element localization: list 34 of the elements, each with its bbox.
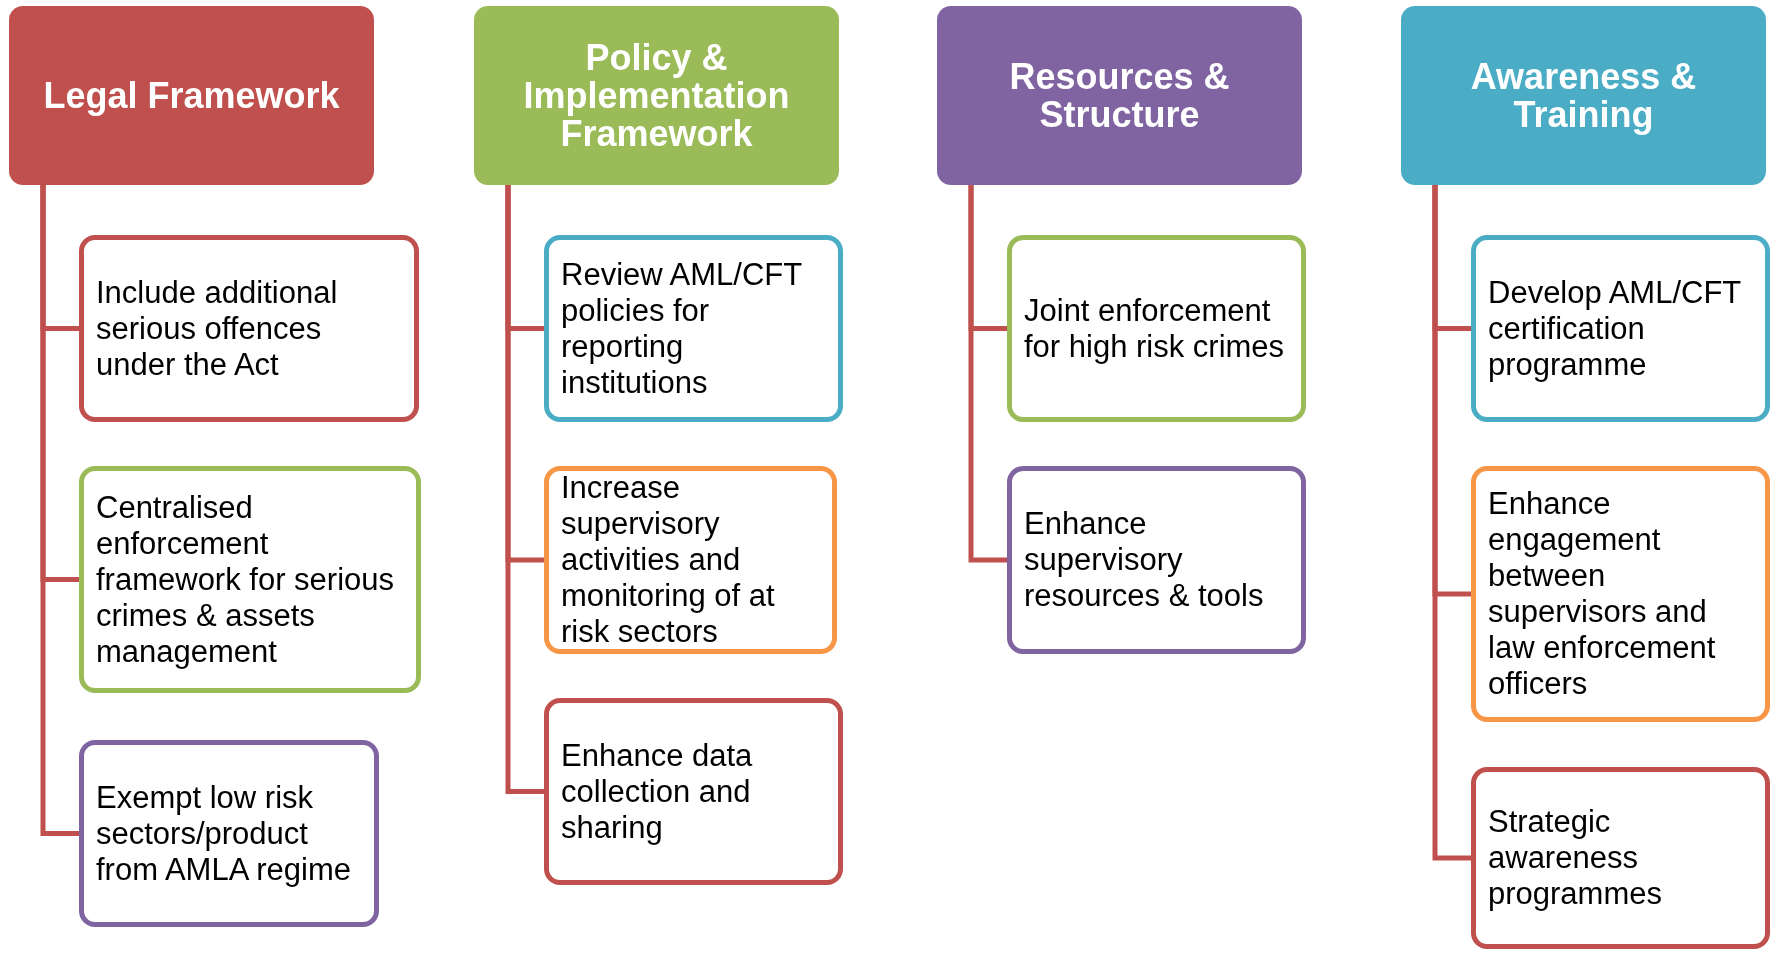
action-text: Increase supervisory activities and monitoring of at risk sectors — [561, 470, 776, 650]
connector-line — [1432, 185, 1471, 861]
action-text: Include additional serious offences under the Act — [96, 274, 339, 383]
action-text: Review AML/CFT policies for reporting institutions — [561, 256, 803, 401]
category-title: Awareness & Training — [1469, 57, 1698, 134]
action-box — [1471, 235, 1770, 422]
action-box — [1471, 466, 1770, 722]
connector-line — [40, 185, 79, 836]
category-box — [9, 6, 374, 185]
action-text: Strategic awareness programmes — [1488, 804, 1663, 912]
action-box — [544, 698, 843, 885]
action-text: Develop AML/CFT certification programme — [1488, 274, 1742, 383]
action-text: Centralised enforcement framework for serious crimes & assets management — [96, 489, 396, 670]
action-box — [1007, 466, 1306, 654]
category-box — [1401, 6, 1766, 185]
connector-line — [968, 185, 1007, 563]
connector-line — [505, 185, 544, 794]
category-title: Resources & Structure — [1008, 57, 1231, 134]
action-box — [1471, 767, 1770, 949]
action-box — [79, 740, 379, 927]
action-text: Enhance engagement between supervisors and law enforcement officers — [1488, 486, 1717, 702]
action-box — [544, 466, 837, 654]
action-text: Enhance supervisory resources & tools — [1024, 506, 1265, 614]
category-box — [474, 6, 839, 185]
action-text: Enhance data collection and sharing — [561, 737, 754, 846]
action-box — [79, 235, 419, 422]
action-text: Exempt low risk sectors/product from AMLA regime — [96, 779, 352, 888]
action-box — [544, 235, 843, 422]
category-title: Policy & Implementation Framework — [522, 38, 791, 153]
category-box — [937, 6, 1302, 185]
action-box — [1007, 235, 1306, 422]
action-text: Joint enforcement for high risk crimes — [1024, 292, 1286, 365]
category-title: Legal Framework — [43, 76, 340, 115]
action-box — [79, 466, 421, 693]
